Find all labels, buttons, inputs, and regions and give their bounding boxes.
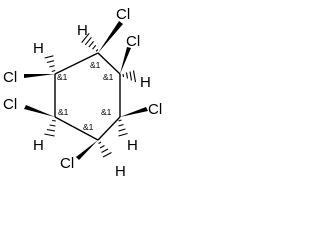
hash-bond-upper-right-h — [122, 70, 137, 83]
atom-h-upper-right: H — [140, 74, 151, 91]
bond-bottom-lower-left — [54, 116, 99, 141]
atom-h-lower-left: H — [33, 137, 44, 154]
stereo-label-c-upper-right: &1 — [103, 72, 114, 82]
structure-diagram: Cl Cl Cl Cl Cl Cl H H H H H H &1 &1 &1 &… — [3, 6, 162, 180]
hash-bond-bottom-h — [98, 141, 112, 158]
atom-cl-left-lower: Cl — [3, 96, 17, 113]
bond-top-upper-right — [97, 52, 121, 75]
stereo-label-c-bottom: &1 — [83, 122, 94, 132]
atom-h-lower-right: H — [127, 137, 138, 154]
hash-bond-upper-left-h — [44, 55, 56, 73]
atom-h-top: H — [77, 22, 88, 39]
atom-cl-bottom: Cl — [60, 155, 74, 172]
wedge-bond-lower-left-cl — [24, 105, 55, 117]
atom-cl-left-upper: Cl — [3, 69, 17, 86]
wedge-bond-bottom-cl — [76, 140, 98, 160]
atom-h-bottom: H — [115, 163, 126, 180]
stereo-label-c-lower-left: &1 — [58, 107, 69, 117]
atom-h-upper-left: H — [33, 40, 44, 57]
stereo-label-c-upper-left: &1 — [57, 72, 68, 82]
bond-lower-right-bottom — [97, 116, 121, 141]
hash-bond-top-h — [81, 32, 99, 52]
wedge-bond-lower-right-cl — [120, 107, 148, 117]
bond-upper-left-top — [54, 52, 99, 75]
stereo-label-c-lower-right: &1 — [101, 107, 112, 117]
stereo-label-c-top: &1 — [90, 60, 101, 70]
wedge-bond-top-cl — [98, 21, 123, 53]
atom-cl-top: Cl — [116, 6, 130, 23]
atom-cl-right-lower: Cl — [148, 101, 162, 118]
atom-cl-upper-right: Cl — [126, 33, 140, 50]
wedge-bond-upper-left-cl — [24, 74, 55, 78]
hash-bond-lower-right-h — [118, 119, 128, 137]
hash-bond-lower-left-h — [44, 119, 56, 137]
ring-bonds — [54, 52, 121, 141]
wedge-bond-upper-right-cl — [120, 47, 131, 74]
